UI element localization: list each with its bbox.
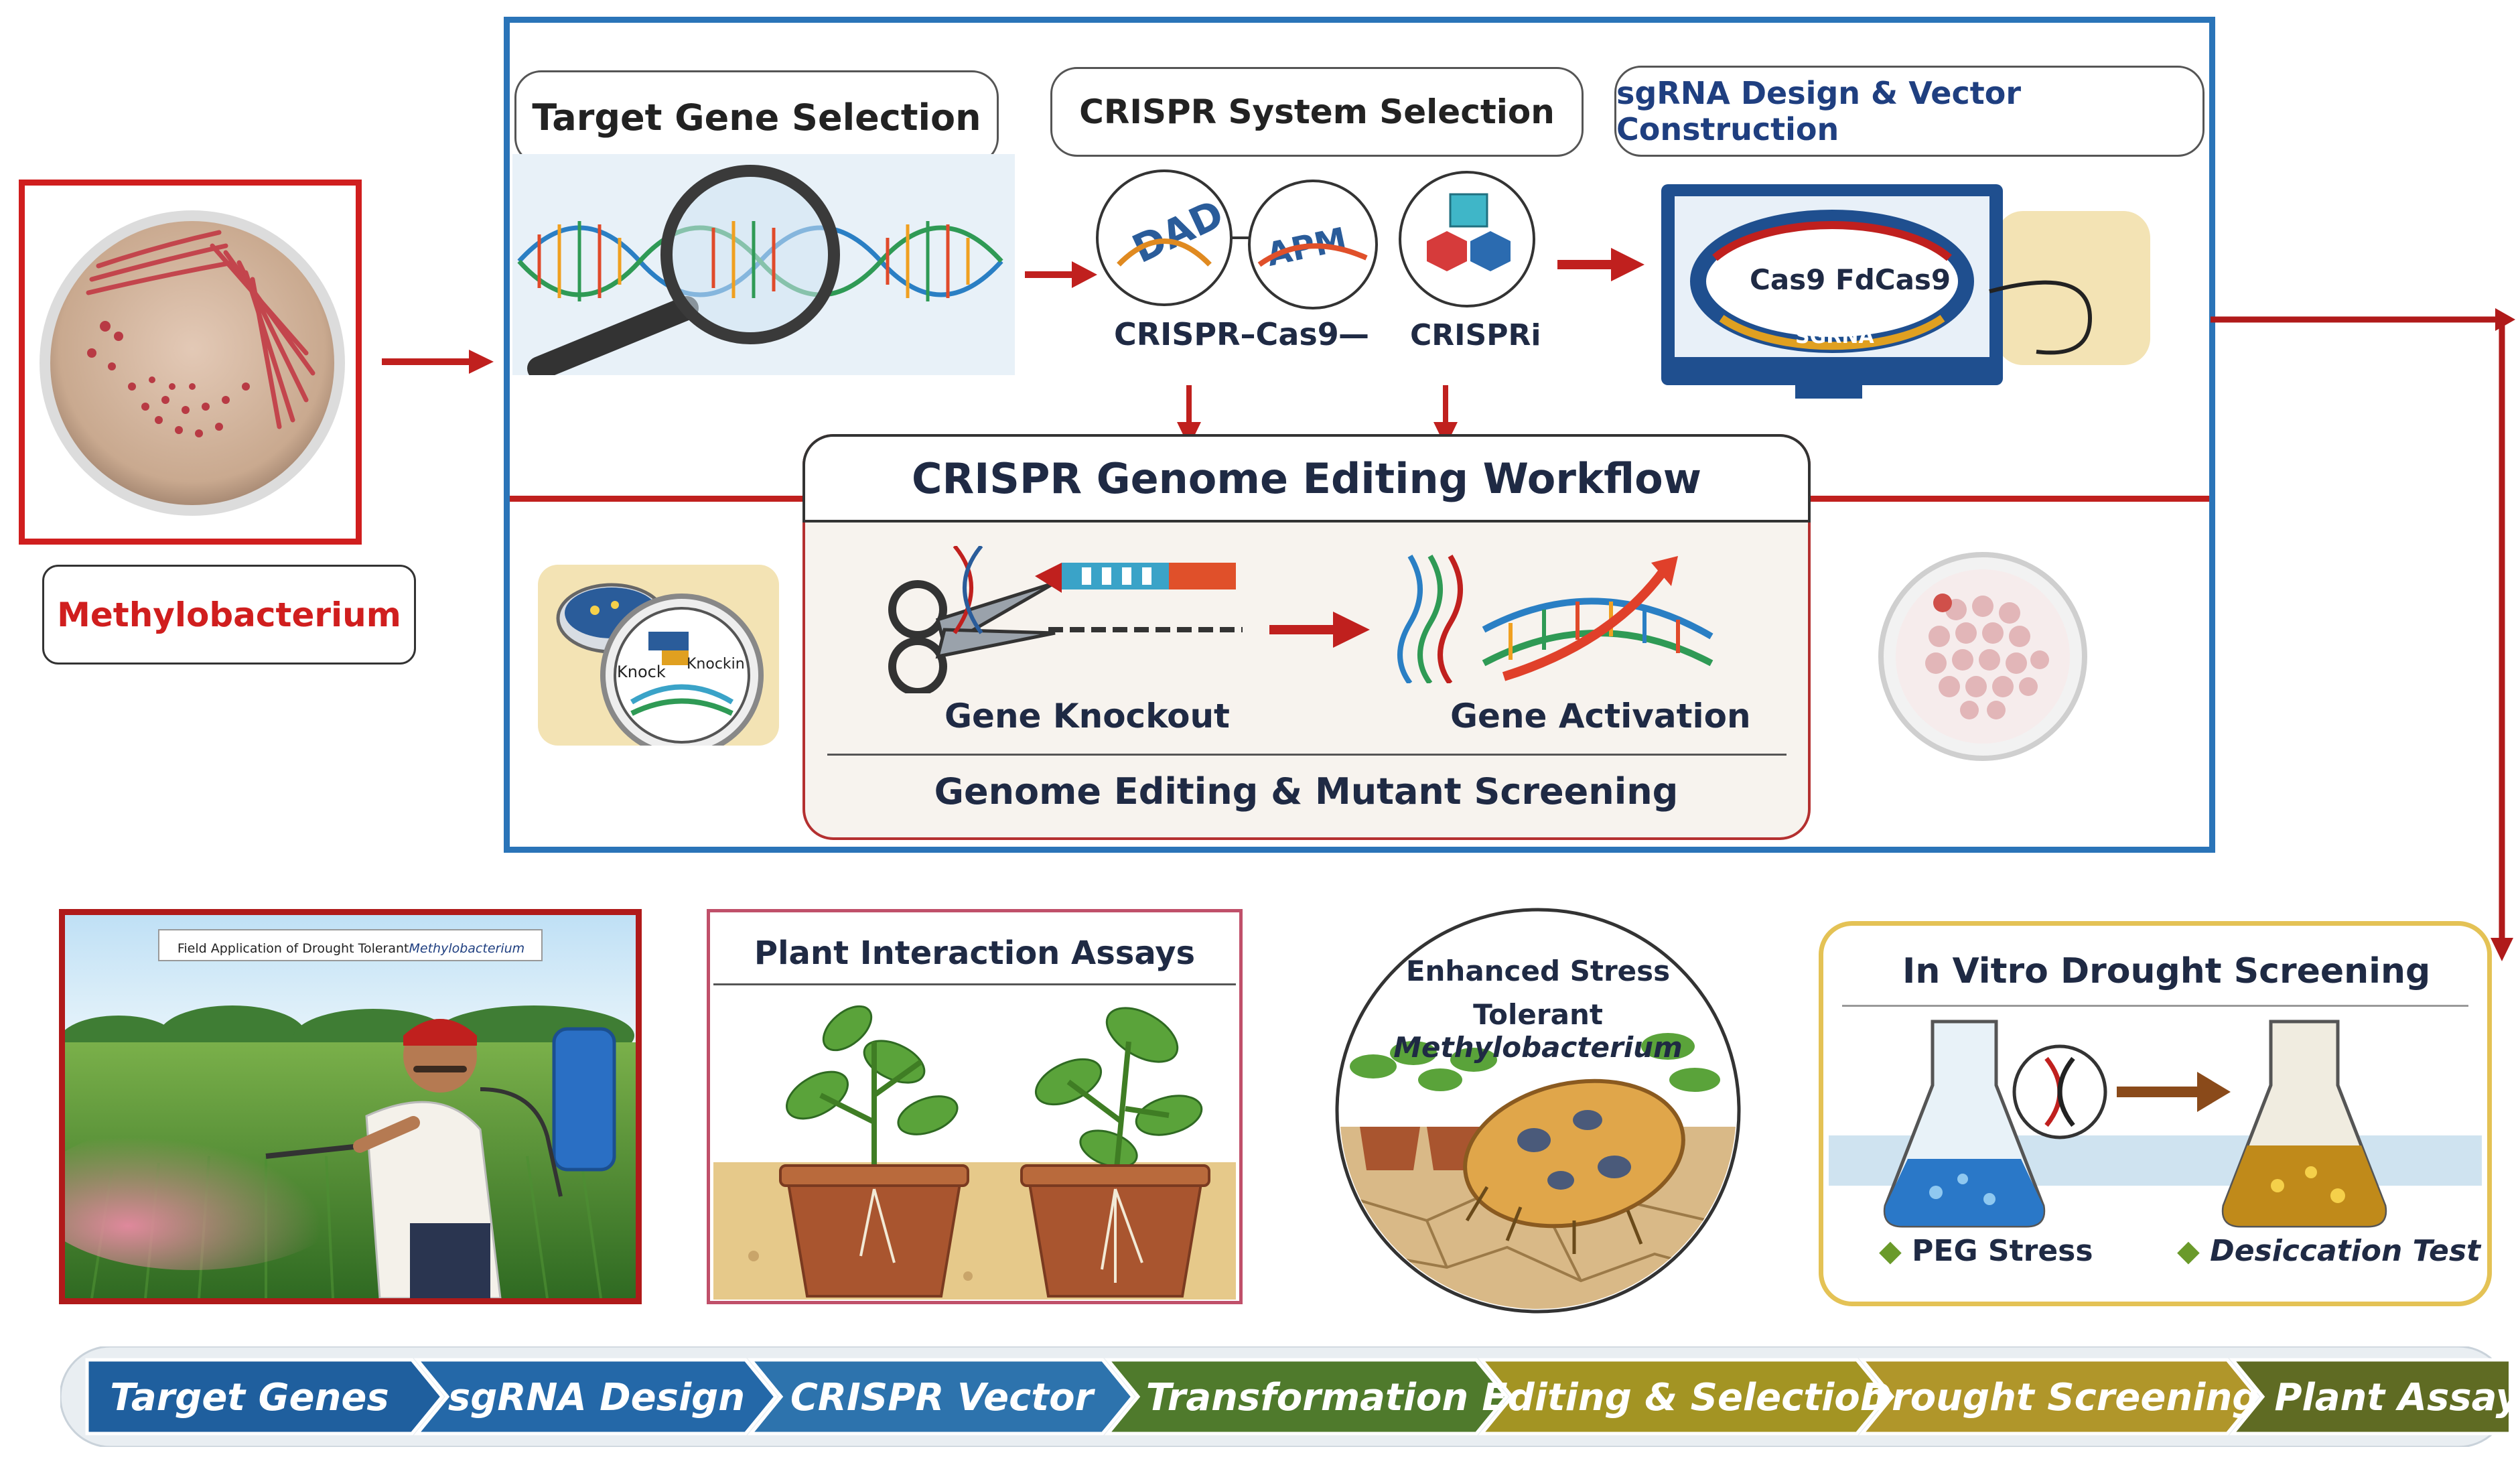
stress-tolerant-line1: Enhanced Stress: [1405, 955, 1671, 987]
gene-activation-icon: [1397, 554, 1713, 683]
drought-screening-title: In Vitro Drought Screening: [1902, 951, 2431, 991]
pipeline-stage-5: [1478, 1358, 1890, 1436]
stress-tolerant-line2: Tolerant Methylobacterium: [1393, 998, 1683, 1064]
plant-interaction-title: Plant Interaction Assays: [754, 934, 1196, 972]
pipeline-stage-label: Target Genes: [110, 1376, 389, 1419]
methylobacterium-label: Methylobacterium: [42, 565, 416, 665]
crispr-separator: —: [1338, 316, 1369, 352]
pipeline-stage-3: [747, 1358, 1135, 1436]
peg-stress-label: ◆ PEG Stress: [1879, 1234, 2093, 1268]
pipeline-stage-label: sgRNA Design: [448, 1376, 745, 1419]
field-application-caption: Field Application of Drought Tolerant Me…: [177, 941, 525, 956]
dna-magnifier-icon: [512, 154, 1015, 375]
pipeline-stage-label: Transformation: [1146, 1376, 1469, 1419]
bullet-diamond-icon: ◆: [2177, 1234, 2200, 1268]
desiccation-test-label: ◆ Desiccation Test: [2177, 1234, 2481, 1268]
stress-tolerant-image: [1335, 908, 1741, 1314]
crispr-system-selection-pill: CRISPR System Selection: [1050, 67, 1584, 157]
target-gene-selection-pill: Target Gene Selection: [514, 70, 999, 165]
potted-plants-image: [713, 1005, 1236, 1300]
monitor-icon: [1661, 184, 2150, 399]
vector-monitor: [1661, 184, 2157, 399]
plant-title-divider: [713, 983, 1236, 985]
pipeline-stage-label: Editing & Selection: [1482, 1376, 1886, 1419]
crispr-cas9-label: CRISPR–Cas9: [1114, 316, 1339, 352]
methylobacterium-panel: [19, 180, 362, 545]
farmer-spraying-image: [65, 915, 636, 1298]
bullet-diamond-icon: ◆: [1879, 1234, 1902, 1268]
editing-divider: [827, 754, 1787, 756]
workflow-title-bar: CRISPR Genome Editing Workflow: [802, 434, 1811, 522]
knockin-text: Knockin: [687, 656, 745, 673]
colony-plate-icon: [1878, 552, 2087, 761]
crispr-systems-icons: DAD APM: [1096, 169, 1535, 309]
arrow-to-crispr: [1025, 261, 1097, 288]
pipeline-stage-label: Drought Screening: [1861, 1376, 2259, 1419]
arrow-to-vector: [1557, 248, 1644, 281]
gene-activation-label: Gene Activation: [1450, 697, 1751, 736]
pipeline-ribbon: Target Genes sgRNA Design CRISPR Vector Tra…: [60, 1346, 2509, 1447]
pipeline-stage-4: [1104, 1358, 1509, 1436]
pipeline-stage-6: [1858, 1358, 2260, 1436]
pipeline-stage-7: [2229, 1358, 2509, 1436]
arrow-to-drought-screening: [2211, 308, 2515, 961]
petri-dish-icon: [40, 210, 345, 516]
arrow-to-workflow: [382, 350, 494, 374]
pipeline-stage-2: [413, 1358, 778, 1436]
drought-flasks-image: [1829, 1020, 2482, 1228]
gene-knockout-label: Gene Knockout: [944, 697, 1230, 736]
drought-title-divider: [1842, 1005, 2468, 1007]
sgrna-design-pill: sgRNA Design & Vector Construction: [1614, 66, 2204, 157]
pipeline-stage-label: Plant Assays: [2274, 1376, 2509, 1419]
sgrna-vector-label: SGRNA: [1795, 325, 1874, 348]
knockin-icon: Knock Knockin: [556, 583, 764, 746]
pipeline-stage-label: CRISPR Vector: [790, 1376, 1096, 1419]
arrow-knockout-to-activation: [1269, 612, 1370, 648]
knock-text: Knock: [617, 663, 666, 681]
gene-knockout-icon: [888, 546, 1243, 693]
workflow-title: CRISPR Genome Editing Workflow: [911, 454, 1702, 503]
crispri-label: CRISPRi: [1410, 318, 1541, 352]
field-application-panel: [59, 909, 642, 1304]
cas9-fdcas9-label: Cas9 FdCas9: [1750, 263, 1951, 296]
pipeline-stage-1: [85, 1358, 445, 1436]
mutant-screening-label: Genome Editing & Mutant Screening: [934, 770, 1679, 813]
